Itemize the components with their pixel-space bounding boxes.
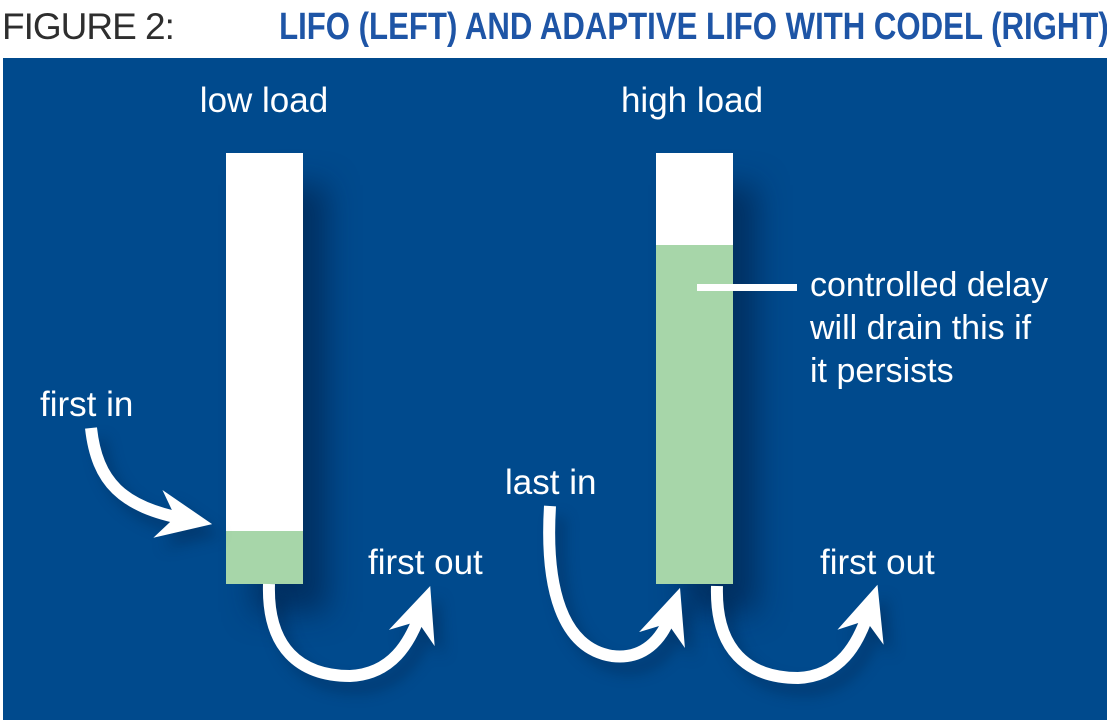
figure-caption: FIGURE 2: LIFO (LEFT) AND ADAPTIVE LIFO … <box>2 6 1107 50</box>
right-first-out-label: first out <box>820 543 935 582</box>
figure-number-label: FIGURE 2: <box>2 6 175 47</box>
lifo-queue-filled-region <box>226 531 303 584</box>
high-load-label: high load <box>620 81 764 120</box>
lifo-queue-empty-region <box>226 153 303 531</box>
left-first-out-label: first out <box>368 543 483 582</box>
controlled-delay-callout: controlled delay will drain this if it p… <box>810 266 1049 390</box>
first-in-label: first in <box>40 385 134 424</box>
last-in-label: last in <box>505 463 597 502</box>
low-load-label: low load <box>199 81 329 120</box>
adaptive-queue-filled-region <box>656 245 733 584</box>
adaptive-lifo-queue-bar <box>656 153 733 584</box>
callout-leader-line <box>697 284 797 291</box>
figure-title: LIFO (LEFT) AND ADAPTIVE LIFO WITH CODEL… <box>278 6 1107 48</box>
lifo-queue-bar <box>226 153 303 584</box>
adaptive-queue-empty-region <box>656 153 733 245</box>
